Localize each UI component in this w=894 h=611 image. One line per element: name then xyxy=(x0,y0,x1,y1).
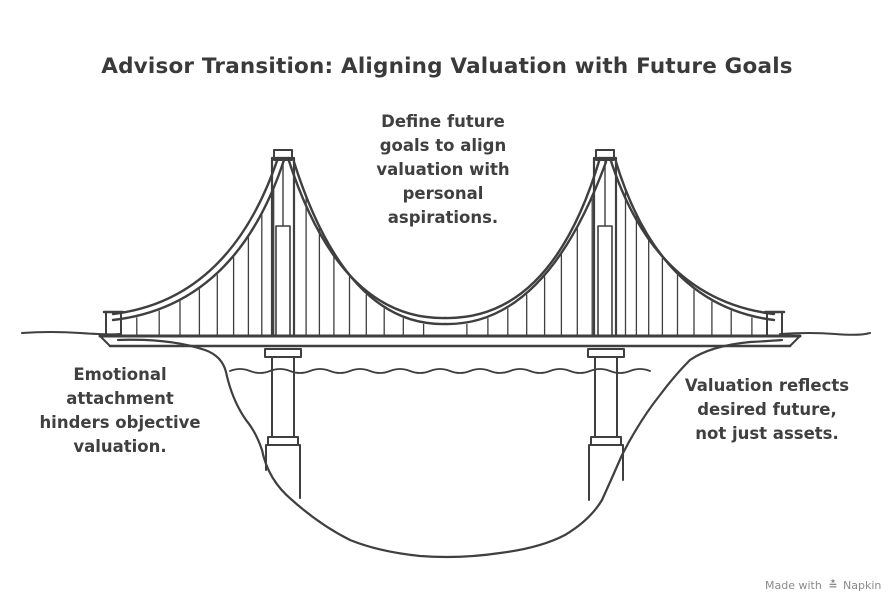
main-cables xyxy=(111,156,776,326)
water-line xyxy=(229,368,651,374)
right-pier xyxy=(587,348,625,501)
ground-line-right xyxy=(779,332,871,336)
left-end-post xyxy=(105,311,122,337)
left-tower xyxy=(270,149,296,338)
valley-outline xyxy=(116,338,784,559)
label-emotional-attachment: Emotional attachment hinders objective v… xyxy=(39,365,201,456)
ground-line-left xyxy=(21,331,121,336)
label-valuation-reflects: Valuation reflects desired future, not j… xyxy=(684,376,850,443)
label-future-goals: Define future goals to align valuation w… xyxy=(376,112,510,227)
diagram-title: Advisor Transition: Aligning Valuation w… xyxy=(101,54,793,79)
watermark-prefix: Made with xyxy=(765,579,822,592)
napkin-logo-icon: ≛ xyxy=(828,579,838,592)
suspender-cables xyxy=(136,189,753,337)
watermark-brand: Napkin xyxy=(843,579,882,592)
left-pier xyxy=(264,348,302,499)
right-end-post xyxy=(766,311,783,337)
napkin-watermark[interactable]: Made with ≛ Napkin xyxy=(765,579,881,592)
right-tower xyxy=(592,149,618,338)
